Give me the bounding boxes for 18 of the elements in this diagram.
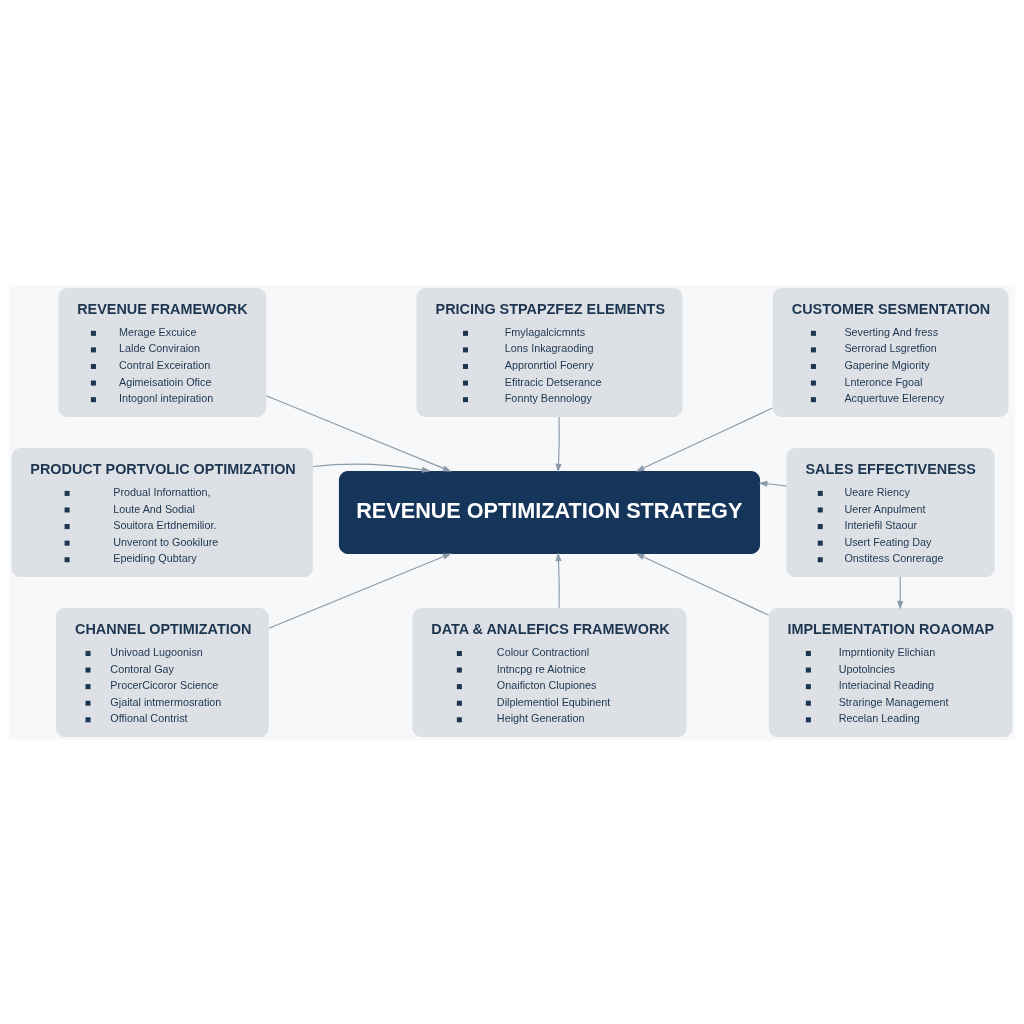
arrow (897, 576, 904, 610)
node-box: SALES EFFECTIVENESS Ueare Riency Uerer Anpulment Interiefil Staour Usert Feating Day Onstitess Conrerage (786, 447, 995, 577)
node-box: DATA & ANALEFICS FRAMEWORK Colour Contractionl Intncpg re Aiotnice Onaificton Clupiones Dilplementiol Equbinent Height Generation (412, 607, 687, 737)
arrow (555, 551, 562, 608)
node-box: PRICING STPAPZFEZ ELEMENTS Fmylagalcicmnts Lons Inkagraoding Appronrtiol Foenry Efitracic Detserance Fonnty Bennology (416, 287, 683, 417)
arrow (268, 552, 452, 629)
arrow (635, 407, 774, 472)
arrow (265, 394, 452, 472)
node-box: CUSTOMER SESMENTATION Severting And fress Serrorad Lsgretfion Gaperine Mgiority Lnteronce Fgoal Acquertuve Elerency (772, 287, 1009, 417)
arrow (312, 463, 431, 473)
node-box: REVENUE OPTIMIZATION STRATEGY (338, 470, 761, 554)
node-box: CHANNEL OPTIMIZATION Univoad Lugoonisn Contoral Gay ProcerCicoror Science Gjaital intmermosration Offional Contrist (55, 607, 269, 737)
arrow (555, 415, 562, 473)
arrow (635, 552, 770, 616)
node-box: PRODUCT PORTVOLIC OPTIMIZATION Produal Infornattion, Loute And Sodial Souitora Ertdnemilior. Unveront to Gookilure Epeiding Qubtary (11, 447, 313, 577)
node-box: REVENUE FRAMEWORK Merage Excuice Lalde Conviraion Contral Exceiration Agimeisatioin Ofice Intogonl intepiration (58, 287, 267, 417)
arrow (758, 480, 787, 487)
node-box: IMPLEMENTATION ROAOMAP Imprntionity Elichian Upotolncies Interiacinal Reading Straringe Management Recelan Leading (768, 607, 1013, 737)
